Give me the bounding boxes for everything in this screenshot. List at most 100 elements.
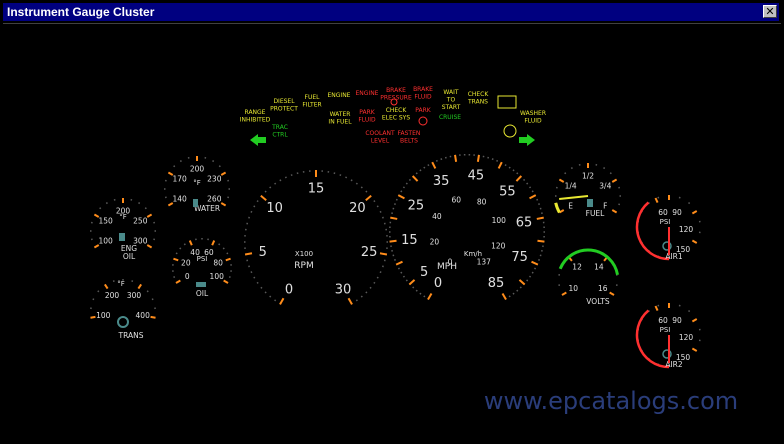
warning-engine-red-label: ENGINE — [356, 90, 379, 97]
speedo-minor-tick — [419, 169, 422, 172]
speedo-minor-tick — [504, 164, 507, 167]
fuel-needle — [559, 195, 589, 201]
speedo-minor-tick — [405, 182, 408, 185]
oil-gauge-tick-label: 80 — [213, 258, 223, 267]
speedo-minor-tick — [531, 190, 534, 193]
tach-minor-tick — [355, 182, 358, 185]
warning-trac-ctrl-label: TRAC — [271, 124, 288, 131]
air2-gauge-minor-tick — [678, 304, 681, 307]
tach-minor-tick — [256, 200, 259, 203]
tach-minor-tick — [284, 176, 287, 179]
eng-oil-gauge-minor-tick — [138, 202, 141, 205]
speedo-kmh-label: 137 — [477, 258, 492, 267]
warning-park-label: PARK — [415, 107, 432, 114]
right-turn-arrow-icon — [519, 134, 535, 146]
warning-wait-to-start-label: START — [442, 104, 461, 111]
warning-coolant-level-label: COOLANT — [365, 130, 395, 137]
speedo-minor-tick — [531, 271, 534, 274]
speedo-tick-label: 55 — [499, 184, 516, 199]
eng-oil-gauge-tick-label: 300 — [133, 237, 148, 246]
tach-minor-tick — [269, 186, 272, 189]
oil-gauge-major-tick — [223, 279, 229, 284]
speedo-kmh-label: 0 — [448, 257, 453, 266]
speedo-tick-label: 65 — [516, 215, 533, 230]
trans-gauge-major-tick — [150, 315, 156, 319]
trans-gauge-minor-tick — [97, 290, 100, 293]
volts-label: VOLTS — [586, 297, 610, 306]
tach-multiplier: X100 — [295, 250, 313, 258]
volts-major-tick — [609, 291, 615, 296]
speedo-unit: MPH — [437, 262, 457, 272]
tach-minor-tick — [381, 216, 384, 219]
warning-diesel-protect-label: DIESEL — [273, 98, 295, 105]
tach-minor-tick — [274, 299, 277, 302]
speedo-minor-tick — [526, 279, 529, 282]
speedo-kmh-label: 80 — [477, 197, 487, 206]
tach-minor-tick — [253, 205, 256, 208]
coolant-icon — [193, 199, 198, 207]
trans-gauge-tick-label: 400 — [136, 311, 151, 320]
water-gauge-tick-label: 140 — [173, 195, 188, 204]
speedo-major-tick — [531, 260, 539, 266]
washer-icon — [503, 124, 517, 138]
close-button[interactable]: ✕ — [763, 5, 777, 18]
volts-tick-label: 16 — [598, 284, 608, 293]
tach-minor-tick — [360, 295, 363, 298]
speedo-major-tick — [427, 292, 433, 301]
tach-minor-tick — [279, 179, 282, 182]
tach-minor-tick — [248, 216, 251, 219]
speedo-minor-tick — [397, 267, 400, 270]
speedo-major-tick — [536, 216, 544, 220]
fuel-gauge-minor-tick — [564, 172, 567, 175]
air1-gauge-minor-tick — [688, 202, 691, 205]
speedo-minor-tick — [393, 203, 396, 206]
fuel-gauge-major-tick — [558, 178, 565, 183]
water-gauge-minor-tick — [173, 165, 176, 168]
speedo-minor-tick — [512, 169, 515, 172]
speedo-tick-label: 15 — [401, 233, 418, 248]
oil-gauge-minor-tick — [226, 252, 229, 255]
speedo-minor-tick — [508, 295, 511, 298]
eng-oil-gauge-major-tick — [93, 244, 100, 249]
speedo-minor-tick — [516, 172, 519, 175]
tach-major-tick — [379, 252, 388, 256]
speedo-kmh-label: 120 — [491, 241, 506, 250]
warning-range-inhibited-label: INHIBITED — [240, 117, 271, 124]
tach-minor-tick — [355, 299, 358, 302]
tach-major-tick — [347, 297, 353, 305]
title-bar[interactable]: Instrument Gauge Cluster ✕ — [3, 3, 779, 21]
tach-minor-tick — [373, 200, 376, 203]
water-gauge-tick-label: 170 — [173, 175, 188, 184]
oil-gauge-minor-tick — [179, 247, 182, 250]
air1-gauge-tick-label: 90 — [672, 208, 682, 217]
speedo-major-tick — [497, 161, 503, 169]
tach-minor-tick — [269, 295, 272, 298]
tach-minor-tick — [379, 210, 382, 213]
tach-tick-label: 15 — [308, 182, 325, 197]
oil-gauge-major-tick — [211, 240, 216, 246]
warning-trac-ctrl-label: CTRL — [272, 132, 288, 139]
tach-minor-tick — [250, 271, 253, 274]
air2-gauge-label: AIR2 — [665, 360, 683, 369]
oil-gauge-tick-label: 60 — [204, 248, 214, 257]
tach-tick-label: 0 — [285, 282, 293, 297]
speedo-tick-label: 25 — [408, 199, 425, 214]
fuel-gauge-tick-label: F — [603, 202, 607, 211]
water-unit: °F — [193, 179, 201, 187]
warning-brake-fluid-label: FLUID — [414, 94, 432, 101]
air2-gauge-major-tick — [654, 305, 659, 311]
warning-check-elec-sys-label: CHECK — [386, 107, 408, 114]
warning-engine-label: ENGINE — [328, 92, 351, 99]
speedo-minor-tick — [427, 164, 430, 167]
speedo-minor-tick — [534, 267, 537, 270]
air2-gauge-red-band — [635, 309, 670, 369]
water-gauge-major-tick — [220, 202, 227, 207]
air2-gauge-tick-label: 150 — [676, 353, 691, 362]
trans-gauge-minor-tick — [146, 290, 149, 293]
warning-brake-pressure-label: PRESSURE — [380, 95, 412, 102]
tach-minor-tick — [360, 186, 363, 189]
oil-label: OIL — [196, 289, 209, 298]
fuel-gauge-tick-label: 1/4 — [565, 182, 577, 191]
speedo-minor-tick — [395, 198, 398, 201]
tach-minor-tick — [369, 286, 372, 289]
